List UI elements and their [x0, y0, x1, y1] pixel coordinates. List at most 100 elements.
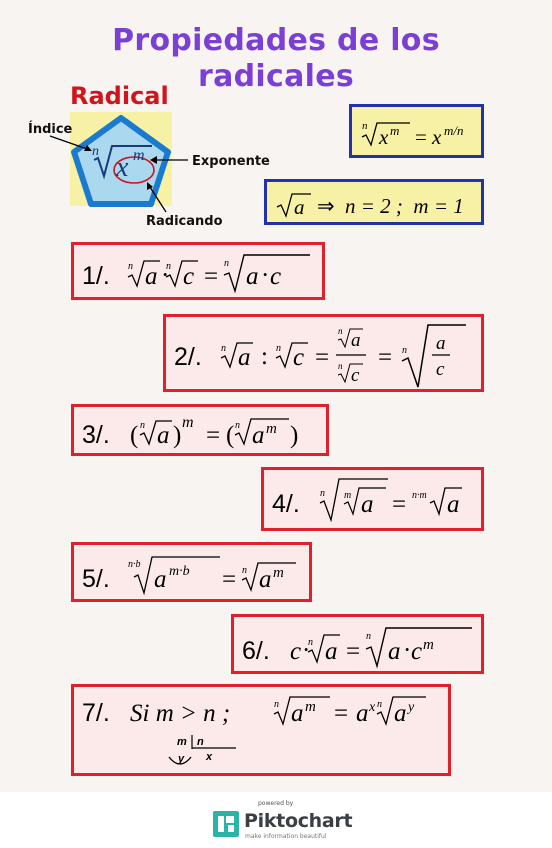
def2-arrow: ⇒ [317, 194, 335, 218]
powered-by-text: powered by [258, 800, 294, 807]
property-7-number: 7/. [82, 699, 110, 727]
def1-rhs-base: x [431, 125, 442, 149]
exponent-label: Exponente [192, 154, 270, 169]
svg-text:·: · [261, 262, 269, 289]
svg-text:a: a [436, 333, 446, 354]
radical-heading: Radical [70, 82, 169, 110]
radicand-label: Radicando [146, 214, 223, 229]
svg-text:n·b: n·b [128, 559, 141, 570]
svg-text:c: c [436, 359, 445, 380]
piktochart-logo-icon [213, 811, 239, 842]
svg-text:·: · [302, 637, 310, 664]
svg-text:): ) [290, 422, 298, 449]
diagram-radical-sign [93, 145, 152, 180]
definition-square-root: a ⇒ n = 2 ; m = 1 [264, 179, 484, 225]
pentagon-diagram-graphic: x m n [49, 112, 188, 213]
svg-text:n: n [276, 343, 281, 354]
svg-text:n: n [128, 261, 133, 272]
svg-text:a: a [145, 263, 158, 290]
svg-text:n: n [402, 345, 407, 356]
svg-text:=: = [206, 422, 220, 449]
property-7-condition: Si m > n ; [130, 700, 230, 727]
svg-text:(: ( [130, 422, 138, 449]
svg-text:·: · [161, 262, 169, 289]
definition-fractional-exponent: n x m = x m/n [349, 104, 484, 158]
def2-radical-sign [276, 193, 311, 218]
svg-text:n: n [338, 361, 343, 371]
svg-text:a: a [154, 566, 167, 593]
svg-text:a: a [388, 638, 401, 665]
svg-text:n: n [308, 637, 313, 648]
svg-text:a: a [157, 422, 170, 449]
property-1-number: 1/. [82, 262, 110, 290]
def2-radicand: a [294, 195, 305, 219]
svg-text:a: a [361, 491, 374, 518]
svg-text:a: a [291, 700, 304, 727]
svg-text:m: m [182, 414, 194, 431]
poster-title-line-1: Propiedades de los [112, 23, 440, 58]
property-5-number: 5/. [82, 565, 110, 593]
svg-text:=: = [315, 344, 329, 371]
svg-text:n: n [274, 699, 279, 710]
infographic-poster: Propiedades de los radicales Radical x m… [0, 0, 552, 792]
def1-base: x [378, 125, 389, 149]
diagram-index: n [92, 144, 99, 159]
svg-text:=: = [204, 263, 218, 290]
property-2-number: 2/. [174, 343, 202, 371]
svg-text:a: a [356, 700, 369, 727]
property-4-number: 4/. [272, 490, 300, 518]
property-3-number: 3/. [82, 421, 110, 449]
svg-text:a: a [238, 344, 251, 371]
svg-text:m: m [305, 699, 316, 715]
svg-text:n: n [166, 261, 171, 272]
svg-text:a: a [447, 491, 460, 518]
svg-text:=: = [415, 125, 427, 149]
svg-text:=: = [378, 344, 392, 371]
svg-text:=: = [346, 638, 360, 665]
svg-text:m: m [344, 490, 351, 501]
svg-text:m: m [266, 421, 277, 437]
svg-text:a: a [246, 263, 259, 290]
svg-text:=: = [222, 566, 236, 593]
svg-text::: : [261, 343, 268, 370]
svg-text:c: c [183, 263, 194, 290]
def2-values: n = 2 ; m = 1 [345, 194, 464, 218]
svg-text:m: m [423, 637, 434, 653]
def1-radical-sign [361, 122, 410, 147]
svg-text:c: c [290, 638, 301, 665]
svg-text:n: n [235, 420, 240, 431]
svg-text:n: n [242, 565, 247, 576]
svg-text:c: c [411, 638, 422, 665]
svg-text:=: = [334, 700, 348, 727]
svg-text:·: · [403, 637, 411, 664]
division-divisor: n [197, 736, 204, 748]
property-6-number: 6/. [242, 637, 270, 665]
property-5-simplification: 5/. n·b a m·b = n a m [71, 542, 312, 602]
property-4-nested-root: 4/. n m a = n·m a [261, 467, 484, 531]
property-3-power: 3/. ( n a ) m = ( n a m ) [71, 404, 329, 456]
svg-text:y: y [406, 700, 415, 715]
svg-text:c: c [293, 344, 304, 371]
svg-text:m·b: m·b [169, 564, 190, 579]
svg-text:a: a [252, 422, 265, 449]
svg-text:a: a [259, 566, 272, 593]
svg-text:n: n [377, 699, 382, 710]
svg-text:a: a [351, 330, 361, 351]
property-6-introduce-factor: 6/. c · n a = n a · c m [231, 614, 484, 674]
footer [0, 792, 552, 848]
radicand-highlight-ellipse [113, 156, 155, 184]
property-1-product: 1/. n a · n c = n a · c [71, 242, 325, 300]
svg-text:m: m [273, 565, 284, 581]
division-quotient: x [205, 751, 213, 763]
svg-text:n: n [338, 326, 343, 336]
def1-rhs-exponent: m/n [444, 123, 464, 138]
svg-text:n·m: n·m [412, 490, 427, 501]
diagram-base: x [115, 152, 129, 183]
svg-text:a: a [325, 638, 338, 665]
svg-text:=: = [392, 491, 406, 518]
division-diagram: m n x y [168, 735, 236, 765]
division-dividend: m [177, 736, 187, 748]
piktochart-tagline: make information beautiful [245, 833, 327, 840]
def1-index: n [362, 120, 368, 132]
svg-text:a: a [394, 700, 407, 727]
